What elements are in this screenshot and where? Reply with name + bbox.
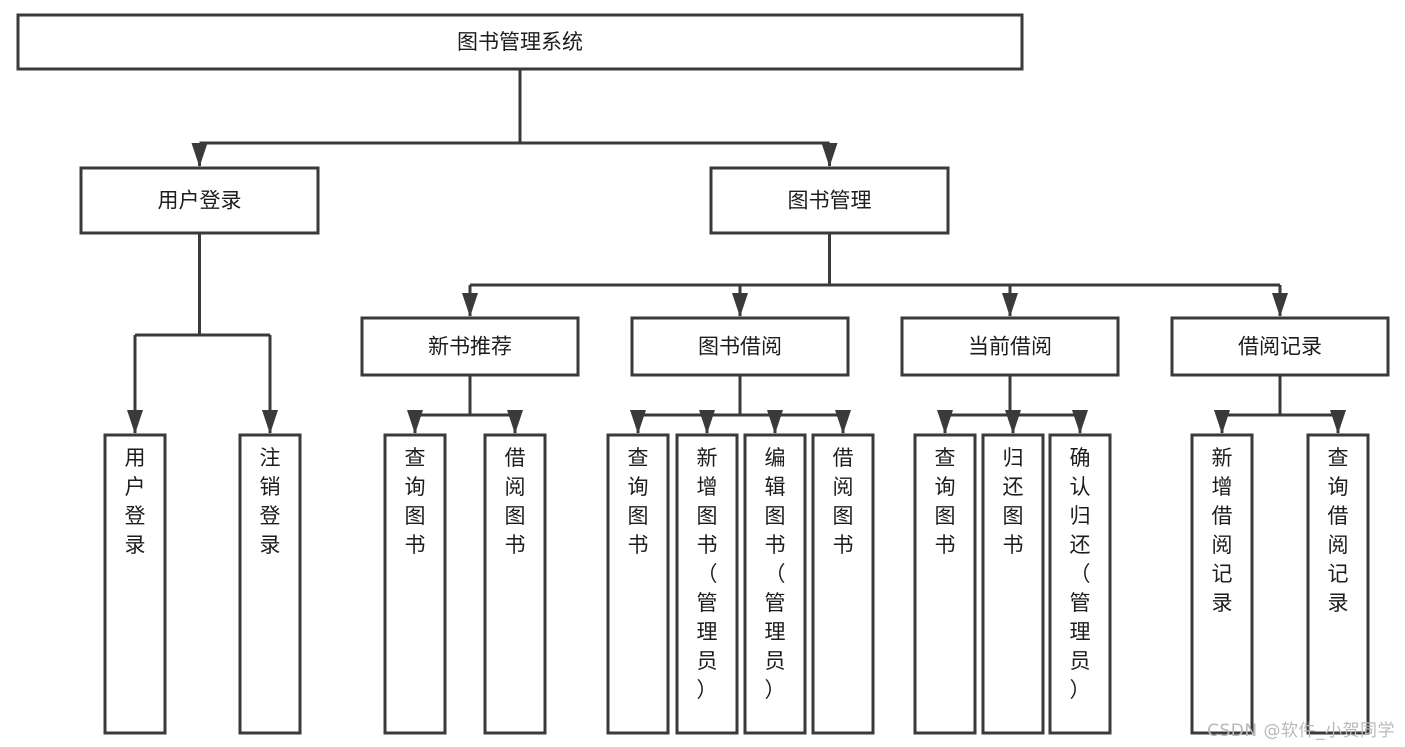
- arrow-head-icon: [1072, 410, 1088, 434]
- node-leaf-10-label: 确认归还（管理员）: [1070, 446, 1091, 702]
- arrow-head-icon: [407, 410, 423, 434]
- node-leaf-2-box[interactable]: [383, 433, 447, 735]
- node-leaf-0-box[interactable]: [103, 433, 167, 735]
- arrow-head-icon: [462, 293, 478, 317]
- arrow-head-icon: [821, 143, 838, 167]
- node-leaf-8-label: 查询图书: [935, 446, 956, 557]
- arrow-head-icon: [835, 410, 851, 434]
- node-level3-3-label: 借阅记录: [1238, 335, 1322, 359]
- node-root-label: 图书管理系统: [457, 30, 583, 54]
- node-leaf-3-label: 借阅图书: [505, 446, 526, 557]
- node-leaf-11-label: 新增借阅记录: [1212, 446, 1233, 615]
- node-level2-0-box[interactable]: [79, 166, 320, 235]
- node-level3-2-box[interactable]: [900, 316, 1120, 377]
- node-leaf-3[interactable]: 借阅图书: [483, 433, 547, 735]
- node-leaf-12[interactable]: 查询借阅记录: [1306, 433, 1370, 735]
- node-leaf-7-label: 借阅图书: [833, 446, 854, 557]
- node-level3-1-box[interactable]: [630, 316, 850, 377]
- node-leaf-1-box[interactable]: [238, 433, 302, 735]
- node-leaf-12-box[interactable]: [1306, 433, 1370, 735]
- node-leaf-4-box[interactable]: [606, 433, 670, 735]
- arrow-head-icon: [767, 410, 783, 434]
- node-level2-0[interactable]: 用户登录: [79, 166, 320, 235]
- node-level2-0-label: 用户登录: [158, 189, 242, 213]
- arrow-head-icon: [699, 410, 715, 434]
- node-level3-3[interactable]: 借阅记录: [1170, 316, 1390, 377]
- node-leaf-5-box[interactable]: [675, 433, 739, 735]
- node-leaf-0[interactable]: 用户登录: [103, 433, 167, 735]
- node-leaf-6-label: 编辑图书（管理员）: [765, 446, 786, 702]
- node-leaf-12-label: 查询借阅记录: [1328, 446, 1349, 615]
- node-leaf-1-label: 注销登录: [260, 446, 281, 557]
- node-leaf-6[interactable]: 编辑图书（管理员）: [743, 433, 807, 735]
- node-leaf-6-box[interactable]: [743, 433, 807, 735]
- node-leaf-11[interactable]: 新增借阅记录: [1190, 433, 1254, 735]
- node-leaf-9[interactable]: 归还图书: [981, 433, 1045, 735]
- arrow-head-icon: [1002, 293, 1018, 317]
- node-level3-0[interactable]: 新书推荐: [360, 316, 580, 377]
- node-layer: 图书管理系统用户登录图书管理新书推荐图书借阅当前借阅借阅记录用户登录注销登录查询…: [16, 13, 1390, 735]
- node-level3-3-box[interactable]: [1170, 316, 1390, 377]
- node-level3-0-label: 新书推荐: [428, 335, 512, 359]
- arrow-head-icon: [630, 410, 646, 434]
- node-root[interactable]: 图书管理系统: [16, 13, 1024, 71]
- arrow-head-icon: [191, 143, 208, 167]
- node-leaf-7[interactable]: 借阅图书: [811, 433, 875, 735]
- node-leaf-5[interactable]: 新增图书（管理员）: [675, 433, 739, 735]
- arrow-head-icon: [1214, 410, 1230, 434]
- node-level2-1[interactable]: 图书管理: [709, 166, 950, 235]
- arrow-head-icon: [127, 410, 143, 434]
- node-leaf-3-box[interactable]: [483, 433, 547, 735]
- node-leaf-10[interactable]: 确认归还（管理员）: [1048, 433, 1112, 735]
- node-leaf-8[interactable]: 查询图书: [913, 433, 977, 735]
- arrow-head-icon: [507, 410, 523, 434]
- node-leaf-2-label: 查询图书: [405, 446, 426, 557]
- node-leaf-8-box[interactable]: [913, 433, 977, 735]
- node-leaf-2[interactable]: 查询图书: [383, 433, 447, 735]
- arrow-head-icon: [937, 410, 953, 434]
- node-leaf-7-box[interactable]: [811, 433, 875, 735]
- node-level2-1-box[interactable]: [709, 166, 950, 235]
- node-leaf-4[interactable]: 查询图书: [606, 433, 670, 735]
- node-leaf-0-label: 用户登录: [125, 446, 146, 557]
- connector-layer: [127, 69, 1346, 434]
- arrow-head-icon: [1330, 410, 1346, 434]
- node-leaf-10-box[interactable]: [1048, 433, 1112, 735]
- node-level2-1-label: 图书管理: [788, 189, 872, 213]
- arrow-head-icon: [1005, 410, 1021, 434]
- node-leaf-9-box[interactable]: [981, 433, 1045, 735]
- node-leaf-1[interactable]: 注销登录: [238, 433, 302, 735]
- arrow-head-icon: [1272, 293, 1288, 317]
- node-level3-2-label: 当前借阅: [968, 335, 1052, 359]
- watermark-label: CSDN @软件_小贺同学: [1207, 721, 1395, 741]
- arrow-head-icon: [732, 293, 748, 317]
- node-leaf-4-label: 查询图书: [628, 446, 649, 557]
- node-level3-2[interactable]: 当前借阅: [900, 316, 1120, 377]
- node-leaf-9-label: 归还图书: [1003, 446, 1024, 557]
- node-level3-0-box[interactable]: [360, 316, 580, 377]
- node-level3-1[interactable]: 图书借阅: [630, 316, 850, 377]
- node-leaf-5-label: 新增图书（管理员）: [697, 446, 718, 702]
- node-level3-1-label: 图书借阅: [698, 335, 782, 359]
- node-leaf-11-box[interactable]: [1190, 433, 1254, 735]
- arrow-head-icon: [262, 410, 278, 434]
- node-root-box[interactable]: [16, 13, 1024, 71]
